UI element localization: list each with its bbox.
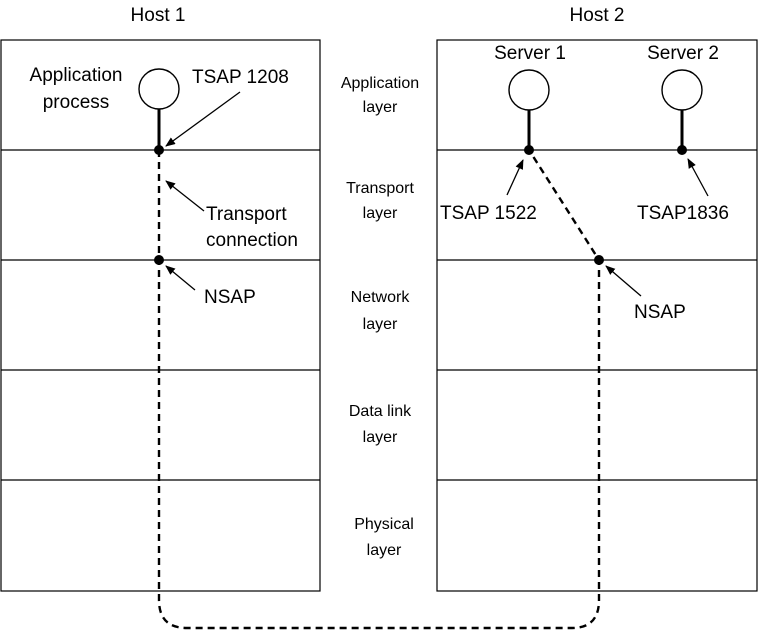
transport-connection-label-2: connection (206, 230, 298, 251)
tsap-1836-arrow (687, 158, 709, 197)
layer-label-application-2: layer (363, 99, 398, 116)
layer-label-datalink-1: Data link (349, 403, 412, 420)
server-2-tsap-dot (677, 145, 687, 155)
server-1-tsap-dot (524, 145, 534, 155)
server-2-label: Server 2 (647, 43, 719, 64)
tsap-1208-arrow (165, 91, 241, 147)
host2-nsap-label: NSAP (634, 302, 686, 323)
host2-nsap-dot (594, 255, 604, 265)
server-1-label: Server 1 (494, 43, 566, 64)
tsap-1522-arrow (506, 159, 524, 196)
server-1-circle (508, 69, 550, 111)
layer-labels: Application layer Transport layer Networ… (341, 75, 419, 559)
layer-label-transport-2: layer (363, 205, 398, 222)
host2-nsap-arrow (605, 265, 642, 297)
layer-label-network-2: layer (363, 316, 398, 333)
layer-label-physical-2: layer (367, 542, 402, 559)
layer-label-network-1: Network (351, 289, 411, 306)
application-process-label-2: process (43, 92, 110, 113)
host1-nsap-label: NSAP (204, 287, 256, 308)
host2-title: Host 2 (570, 5, 625, 26)
layer-label-datalink-2: layer (363, 429, 398, 446)
network-path-dashed (157, 149, 601, 630)
tsap-1836-label: TSAP1836 (637, 203, 729, 224)
transport-connection-arrow (165, 180, 205, 212)
layer-label-transport-1: Transport (346, 180, 414, 197)
layer-label-application-1: Application (341, 75, 419, 92)
host2-stack (436, 39, 758, 592)
host1-nsap-arrow (165, 265, 196, 291)
layer-label-physical-1: Physical (354, 516, 414, 533)
host1-nsap-dot (154, 255, 164, 265)
tsap-1208-label: TSAP 1208 (192, 67, 289, 88)
application-process-circle (138, 68, 180, 110)
host1-stack (0, 39, 321, 592)
transport-connection-label-1: Transport (206, 204, 287, 225)
tsap-1522-label: TSAP 1522 (440, 203, 537, 224)
host1-title: Host 1 (131, 5, 186, 26)
server-2-circle (661, 69, 703, 111)
host1-tsap-dot (154, 145, 164, 155)
application-process-label-1: Application (30, 65, 123, 86)
